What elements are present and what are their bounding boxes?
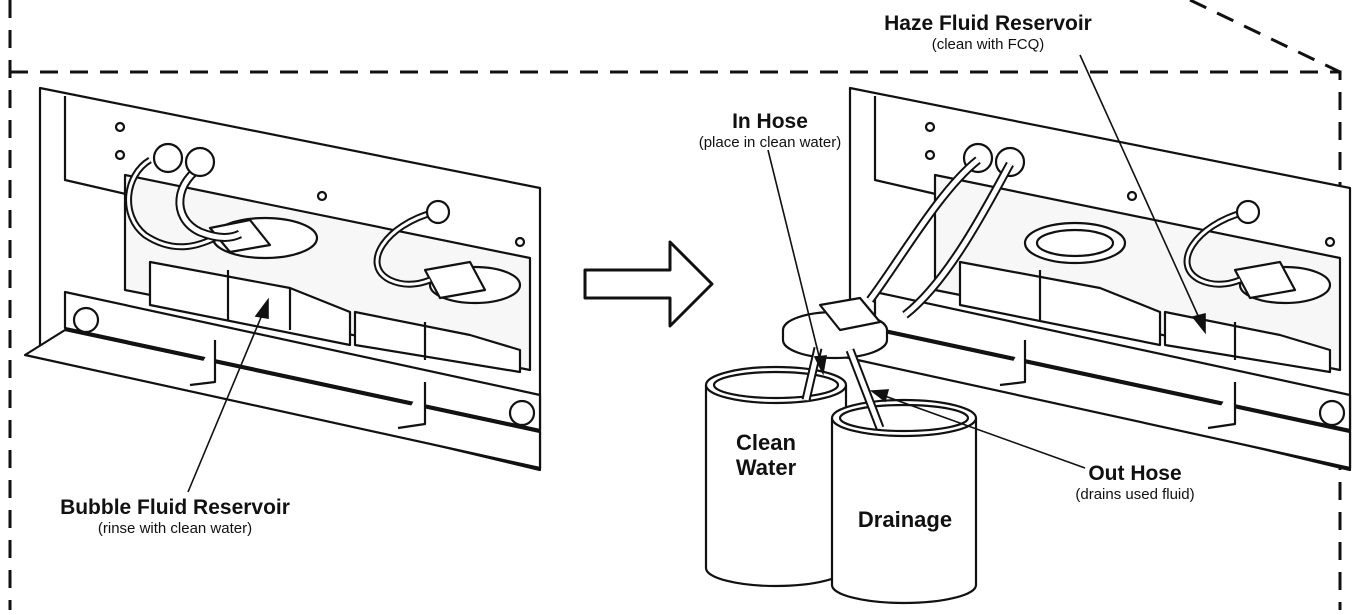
haze-reservoir-label: Haze Fluid Reservoir (clean with FCQ) [868, 12, 1108, 53]
out-hose-label: Out Hose (drains used fluid) [1040, 462, 1230, 503]
in-hose-label: In Hose (place in clean water) [660, 110, 880, 151]
drainage-cup [830, 398, 978, 605]
in-hose-title: In Hose [732, 110, 808, 133]
haze-reservoir-title: Haze Fluid Reservoir [884, 12, 1092, 35]
bubble-reservoir-label: Bubble Fluid Reservoir (rinse with clean… [30, 496, 320, 537]
haze-reservoir-note: (clean with FCQ) [931, 36, 1045, 53]
clean-water-line1: Clean [736, 430, 796, 455]
leader-lines [187, 54, 1206, 493]
clean-water-line2: Water [735, 455, 797, 480]
direction-arrow [583, 240, 714, 328]
left-machine [23, 86, 542, 472]
out-hose-title: Out Hose [1088, 462, 1182, 485]
drainage-label: Drainage [857, 507, 953, 532]
hose-tips [801, 346, 885, 430]
right-machine [781, 86, 1352, 472]
out-hose-note: (drains used fluid) [1075, 486, 1195, 503]
in-hose-note: (place in clean water) [698, 134, 842, 151]
clean-water-label: Clean Water [716, 430, 816, 480]
bubble-reservoir-note: (rinse with clean water) [97, 520, 253, 537]
bubble-reservoir-title: Bubble Fluid Reservoir [60, 496, 290, 519]
